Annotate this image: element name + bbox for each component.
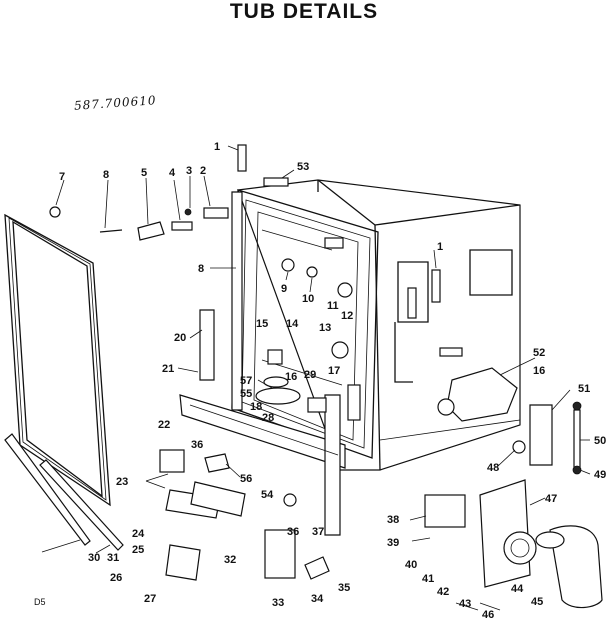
door-gasket xyxy=(4,213,111,507)
callout-labels: 1 53 7 8 5 4 3 2 8 1 9 10 11 12 20 15 14… xyxy=(59,141,606,620)
callout-29: 29 xyxy=(304,369,316,381)
leader-lines xyxy=(41,145,591,611)
callout-16: 16 xyxy=(285,371,297,383)
callout-31: 31 xyxy=(107,552,119,564)
callout-22: 22 xyxy=(158,419,170,431)
callout-45: 45 xyxy=(531,596,543,608)
callout-42: 42 xyxy=(437,586,449,598)
callout-30: 30 xyxy=(88,552,100,564)
callout-10: 10 xyxy=(302,293,314,305)
callout-33: 33 xyxy=(272,597,284,609)
callout-25: 25 xyxy=(132,544,144,556)
callout-52: 52 xyxy=(533,347,545,359)
small-parts xyxy=(49,144,603,609)
lower-frame xyxy=(179,309,346,536)
callout-56: 56 xyxy=(240,473,252,485)
callout-50: 50 xyxy=(594,435,606,447)
callout-24: 24 xyxy=(132,528,145,540)
callout-17: 17 xyxy=(328,365,340,377)
callout-43: 43 xyxy=(459,598,471,610)
callout-18: 18 xyxy=(250,401,262,413)
callout-55: 55 xyxy=(240,388,252,400)
callout-26: 26 xyxy=(110,572,122,584)
callout-5: 5 xyxy=(141,167,147,179)
callout-36: 36 xyxy=(287,526,299,538)
callout-34: 34 xyxy=(311,593,324,605)
bottom-strips xyxy=(4,433,124,551)
callout-23: 23 xyxy=(116,476,128,488)
callout-46: 46 xyxy=(482,609,494,620)
callout-15: 15 xyxy=(256,318,268,330)
callout-21: 21 xyxy=(162,363,174,375)
callout-16: 16 xyxy=(533,365,545,377)
callout-32: 32 xyxy=(224,554,236,566)
callout-2: 2 xyxy=(200,165,206,177)
callout-36: 36 xyxy=(191,439,203,451)
callout-41: 41 xyxy=(422,573,434,585)
callout-49: 49 xyxy=(594,469,606,481)
callout-11: 11 xyxy=(327,300,339,312)
callout-12: 12 xyxy=(341,310,353,322)
callout-35: 35 xyxy=(338,582,350,594)
callout-54: 54 xyxy=(261,489,274,501)
callout-1: 1 xyxy=(437,241,443,253)
page-title: TUB DETAILS xyxy=(229,0,379,23)
callout-38: 38 xyxy=(387,514,399,526)
callout-48: 48 xyxy=(487,462,499,474)
callout-9: 9 xyxy=(281,283,287,295)
callout-57: 57 xyxy=(240,375,252,387)
callout-3: 3 xyxy=(186,165,192,177)
callout-27: 27 xyxy=(144,593,156,605)
callout-8: 8 xyxy=(103,169,109,181)
diagram-code: D5 xyxy=(34,597,46,607)
callout-39: 39 xyxy=(387,537,399,549)
callout-1: 1 xyxy=(214,141,220,153)
callout-44: 44 xyxy=(511,583,524,595)
callout-7: 7 xyxy=(59,171,65,183)
callout-28: 28 xyxy=(262,412,274,424)
callout-51: 51 xyxy=(578,383,590,395)
callout-4: 4 xyxy=(169,167,176,179)
callout-47: 47 xyxy=(545,493,557,505)
callout-8: 8 xyxy=(198,263,204,275)
callout-13: 13 xyxy=(319,322,331,334)
callout-14: 14 xyxy=(286,318,299,330)
callout-20: 20 xyxy=(174,332,186,344)
callout-40: 40 xyxy=(405,559,417,571)
callout-37: 37 xyxy=(312,526,324,538)
callout-53: 53 xyxy=(297,161,309,173)
